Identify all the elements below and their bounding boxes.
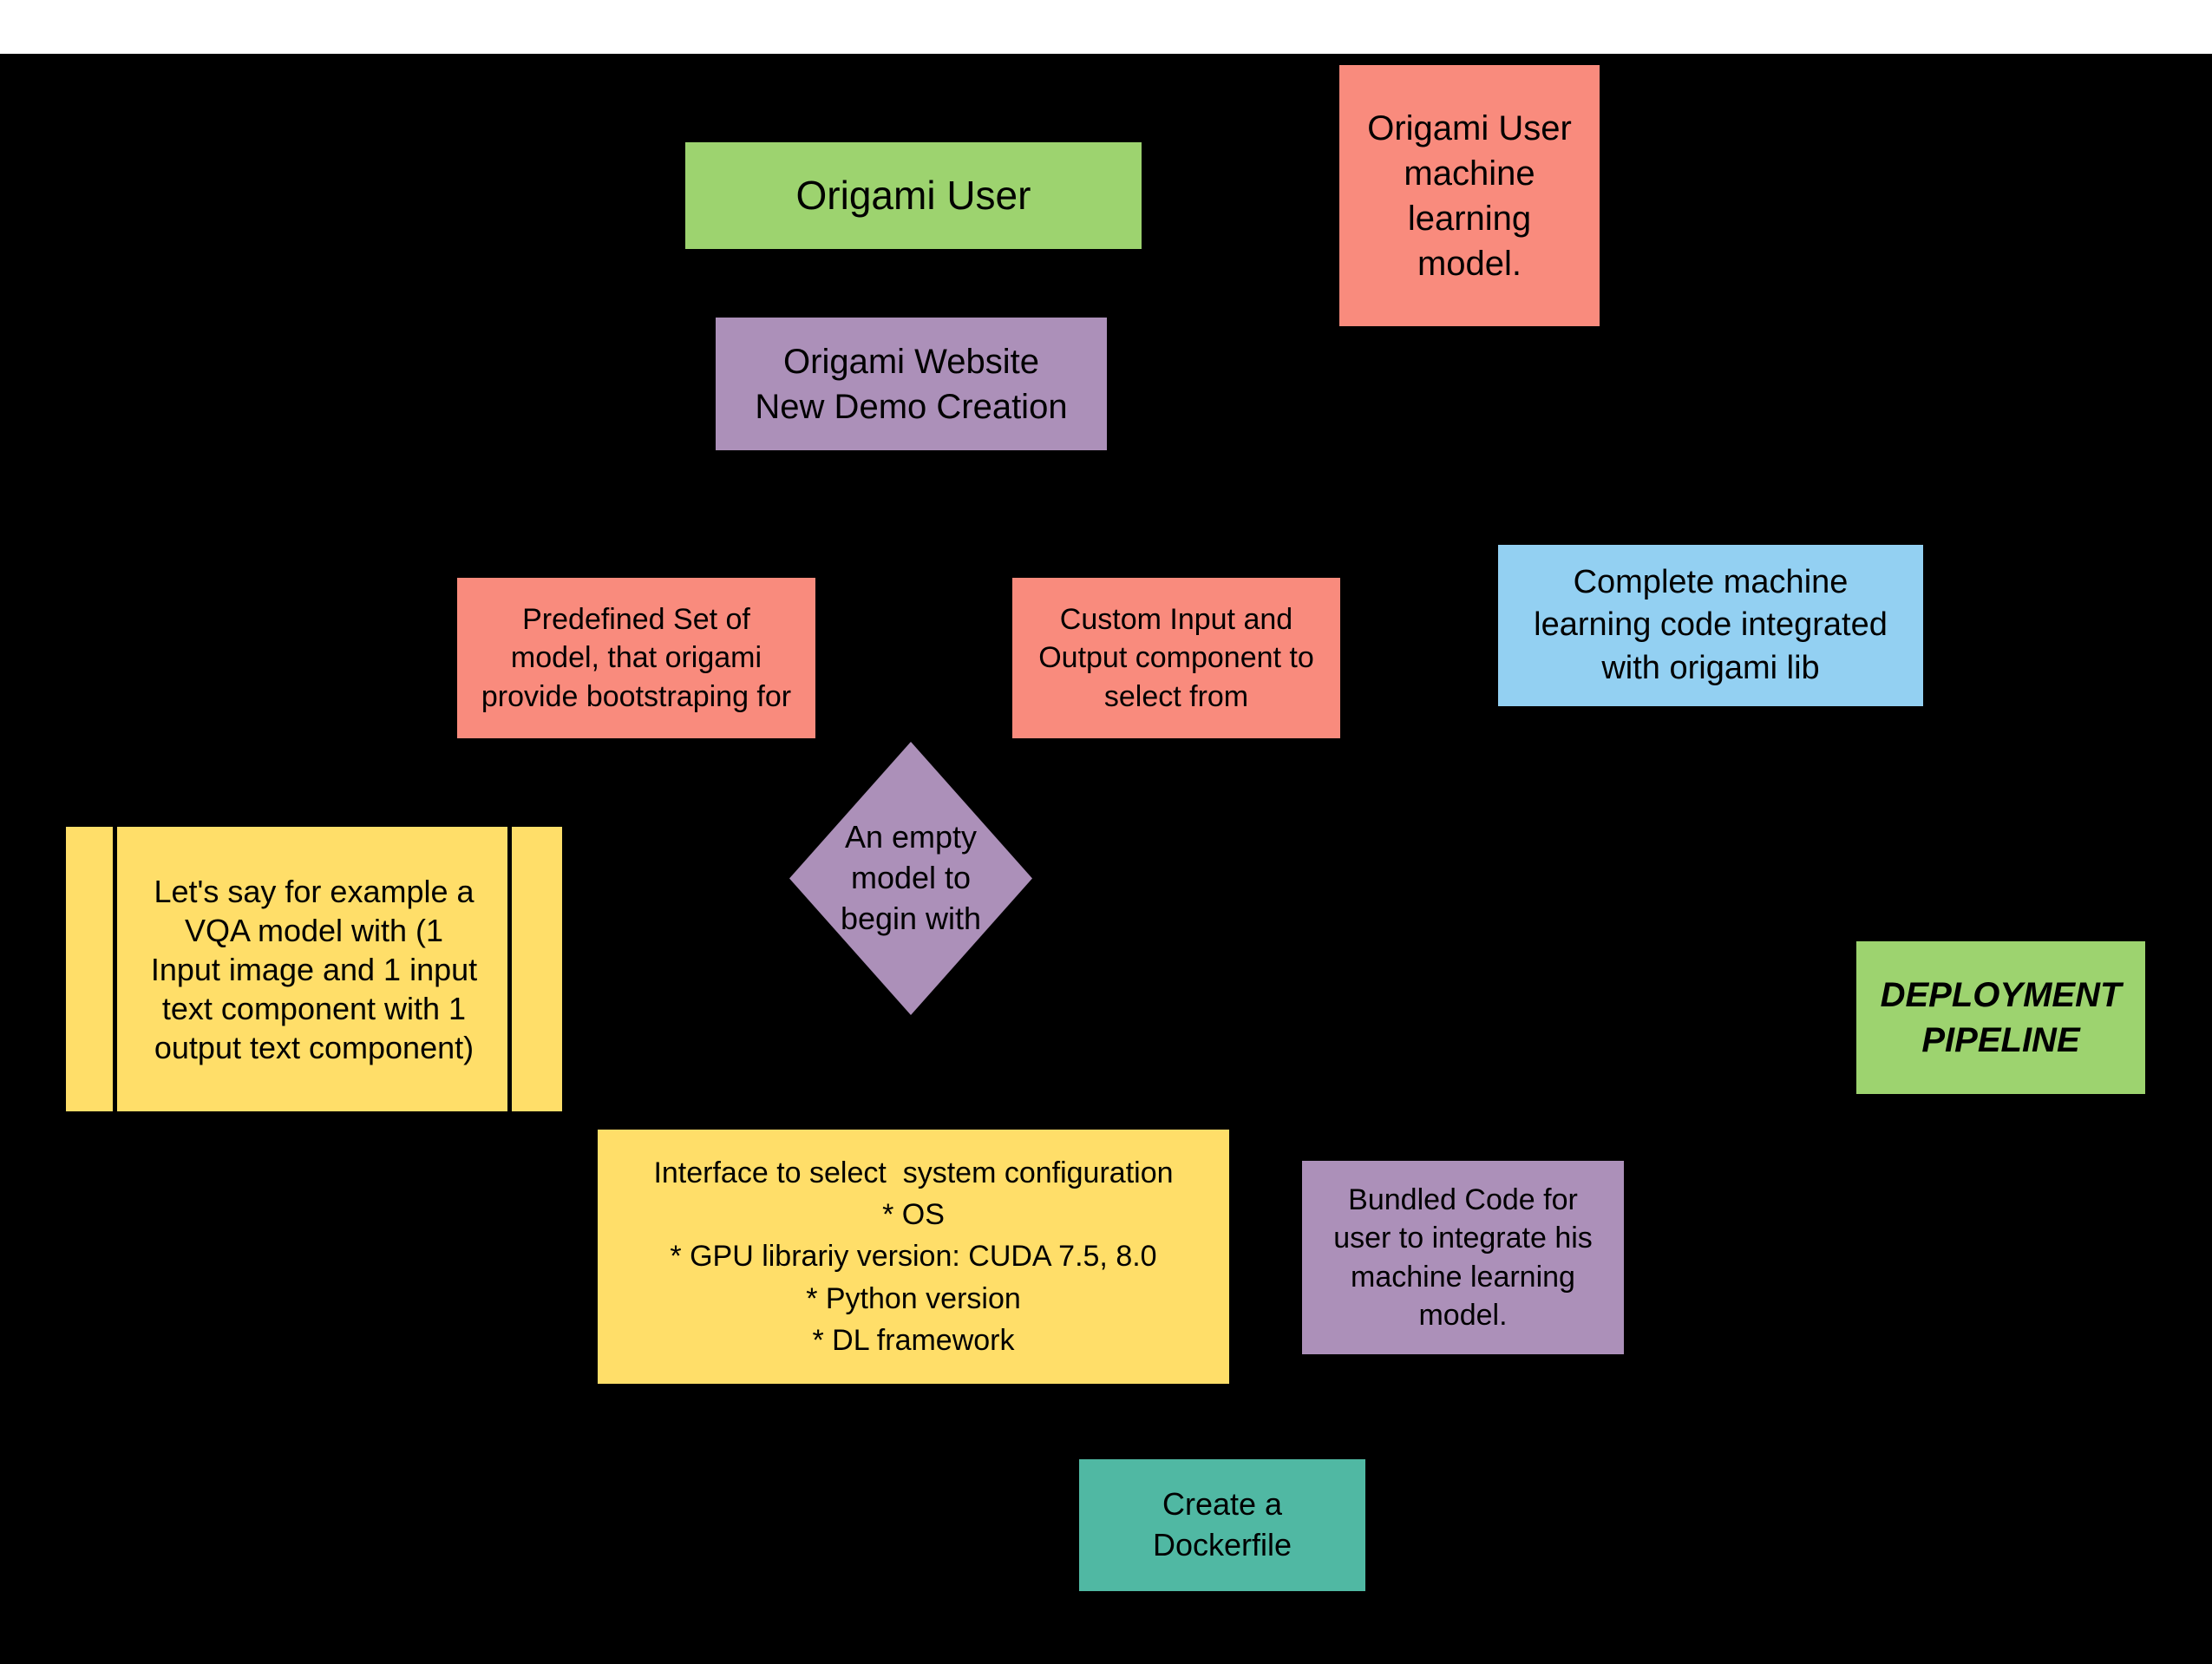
node-complete-ml-code: Complete machine learning code integrate… <box>1498 545 1923 706</box>
top-white-strip <box>0 0 2212 54</box>
node-custom-input-output: Custom Input and Output component to sel… <box>1012 578 1340 738</box>
node-bundled-code: Bundled Code for user to integrate his m… <box>1302 1161 1624 1354</box>
node-predefined-model-set-label: Predefined Set of model, that origami pr… <box>481 603 792 713</box>
node-system-config-interface-label: Interface to select system configuration… <box>653 1156 1174 1357</box>
node-empty-model-decision-label: An empty model to begin with <box>840 819 982 936</box>
node-vqa-example-note: Let's say for example a VQA model with (… <box>66 827 562 1111</box>
node-custom-input-output-label: Custom Input and Output component to sel… <box>1038 603 1314 713</box>
node-bundled-code-label: Bundled Code for user to integrate his m… <box>1333 1183 1593 1332</box>
node-deployment-pipeline-label: DEPLOYMENT PIPELINE <box>1880 976 2122 1059</box>
node-create-dockerfile-label: Create a Dockerfile <box>1152 1486 1293 1562</box>
node-origami-user-ml-model-label: Origami User machine learning model. <box>1367 108 1572 283</box>
node-empty-model-decision-diamond: An empty model to begin with <box>789 742 1032 1015</box>
node-origami-user-label: Origami User <box>795 172 1031 218</box>
node-origami-website-new-demo-label: Origami Website New Demo Creation <box>755 342 1068 426</box>
node-complete-ml-code-label: Complete machine learning code integrate… <box>1534 563 1888 686</box>
node-system-config-interface: Interface to select system configuration… <box>598 1130 1229 1384</box>
node-origami-user: Origami User <box>685 142 1142 249</box>
node-origami-user-ml-model: Origami User machine learning model. <box>1339 65 1600 326</box>
node-create-dockerfile: Create a Dockerfile <box>1079 1459 1365 1591</box>
node-origami-website-new-demo: Origami Website New Demo Creation <box>716 318 1107 450</box>
node-deployment-pipeline: DEPLOYMENT PIPELINE <box>1856 941 2145 1094</box>
node-vqa-example-note-label: Let's say for example a VQA model with (… <box>150 873 478 1065</box>
node-predefined-model-set: Predefined Set of model, that origami pr… <box>457 578 815 738</box>
